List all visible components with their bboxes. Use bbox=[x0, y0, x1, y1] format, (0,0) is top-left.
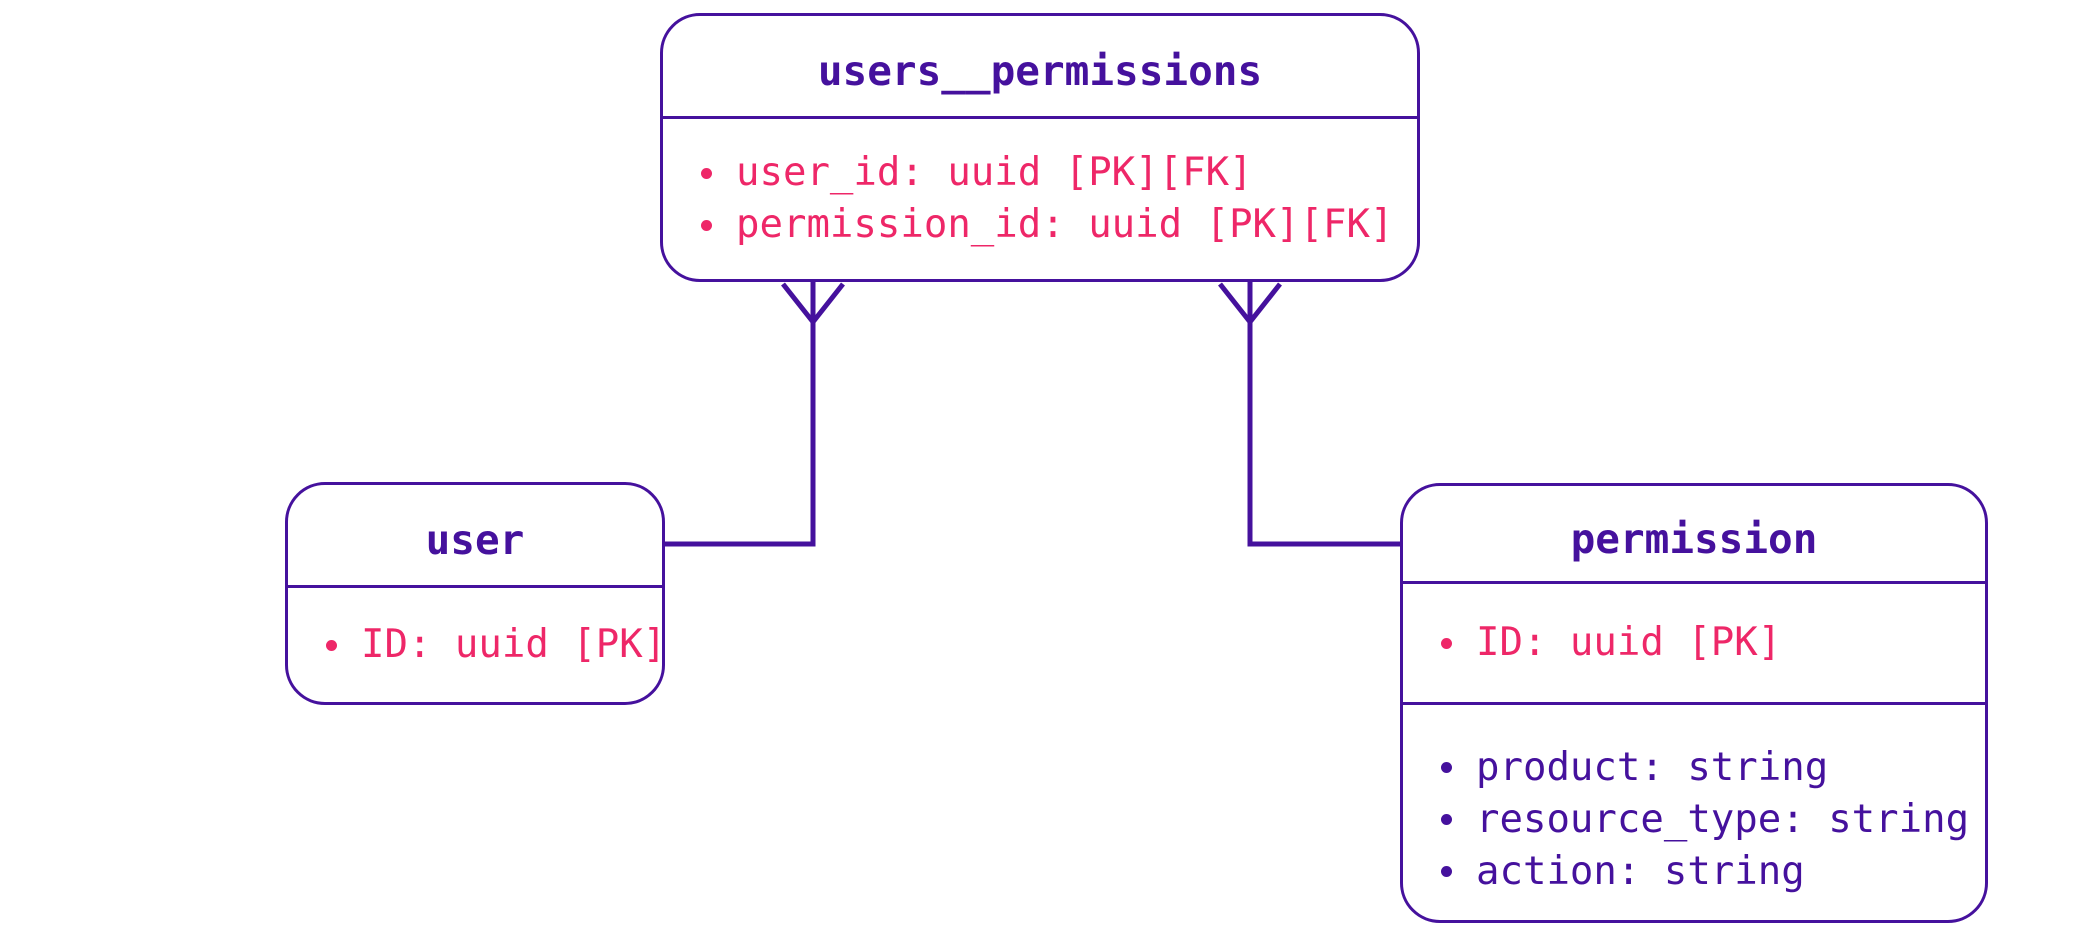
entity-users-permissions: users__permissions user_id: uuid [PK][FK… bbox=[660, 13, 1420, 282]
entity-header: user bbox=[288, 485, 662, 588]
field-row: product: string bbox=[1441, 742, 1975, 794]
crow-foot-many-icon bbox=[1218, 282, 1282, 324]
bullet-icon bbox=[701, 167, 712, 179]
field-row: user_id: uuid [PK][FK] bbox=[701, 147, 1407, 199]
field-row: permission_id: uuid [PK][FK] bbox=[701, 199, 1407, 251]
entity-user: user ID: uuid [PK] bbox=[285, 482, 666, 705]
bullet-icon bbox=[701, 219, 712, 231]
field-text: ID: uuid [PK] bbox=[1476, 620, 1782, 665]
relationship-line-permission bbox=[1247, 282, 1400, 547]
field-row: action: string bbox=[1441, 846, 1975, 898]
field-row: ID: uuid [PK] bbox=[1441, 617, 1975, 669]
entity-title: user bbox=[425, 516, 525, 564]
field-text: action: string bbox=[1476, 848, 1805, 894]
crow-foot-many-icon bbox=[781, 282, 845, 324]
bullet-icon bbox=[1441, 637, 1452, 649]
bullet-icon bbox=[1441, 762, 1452, 773]
entity-header: users__permissions bbox=[663, 16, 1417, 119]
field-row: ID: uuid [PK] bbox=[326, 619, 666, 671]
field-text: ID: uuid [PK] bbox=[361, 622, 667, 667]
field-text: product: string bbox=[1476, 744, 1829, 790]
relationship-line-user bbox=[664, 282, 816, 547]
entity-keys-section: ID: uuid [PK] bbox=[1403, 584, 1985, 702]
bullet-icon bbox=[1441, 866, 1452, 877]
entity-header: permission bbox=[1403, 486, 1985, 584]
entity-title: permission bbox=[1570, 514, 1818, 563]
entity-title: users__permissions bbox=[817, 47, 1263, 95]
entity-fields-section: user_id: uuid [PK][FK] permission_id: uu… bbox=[663, 119, 1417, 279]
field-row: resource_type: string bbox=[1441, 794, 1975, 846]
bullet-icon bbox=[326, 639, 337, 651]
field-text: resource_type: string bbox=[1476, 796, 1970, 842]
entity-fields-section: product: string resource_type: string ac… bbox=[1403, 702, 1985, 920]
bullet-icon bbox=[1441, 814, 1452, 825]
entity-fields-section: ID: uuid [PK] bbox=[288, 588, 666, 702]
field-text: permission_id: uuid [PK][FK] bbox=[736, 202, 1394, 247]
entity-permission: permission ID: uuid [PK] product: string… bbox=[1400, 483, 1988, 923]
field-text: user_id: uuid [PK][FK] bbox=[736, 150, 1253, 195]
